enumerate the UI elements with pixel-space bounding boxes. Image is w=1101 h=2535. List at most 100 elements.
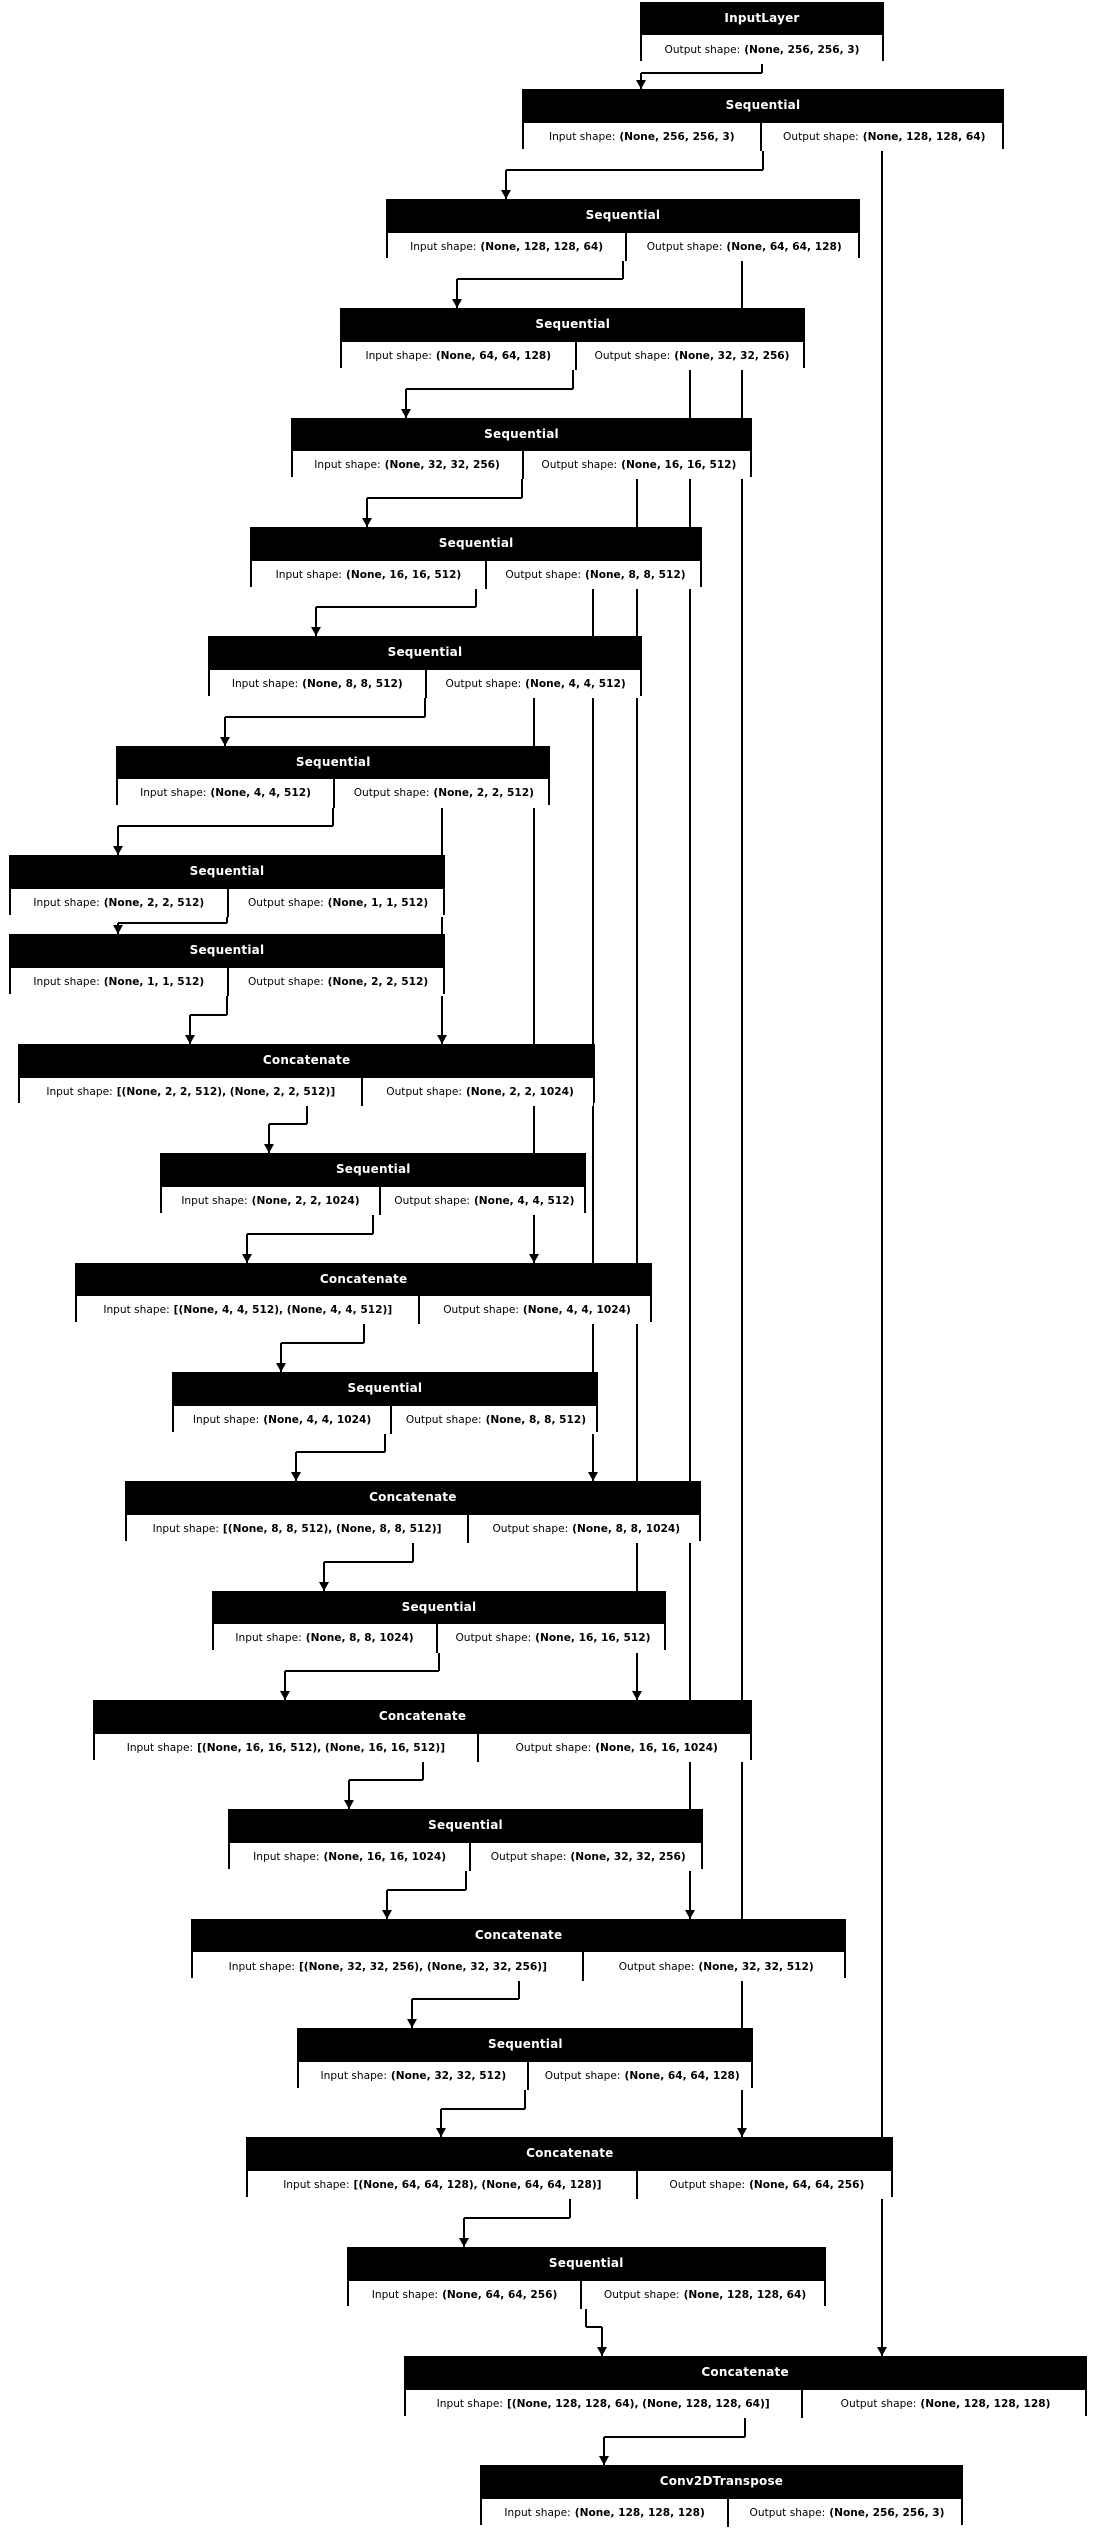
input-shape-value: (None, 32, 32, 512)	[390, 2069, 507, 2082]
output-shape-value: (None, 64, 64, 128)	[624, 2069, 740, 2082]
node-shape-row: Input shape:(None, 128, 128, 128)Output …	[481, 2497, 961, 2528]
node-shape-row: Input shape:(None, 4, 4, 1024)Output sha…	[173, 1403, 596, 1434]
edge-line	[586, 2326, 603, 2329]
output-shape-cell: Output shape:(None, 2, 2, 512)	[229, 968, 447, 996]
output-shape-label: Output shape:	[405, 1413, 482, 1426]
node-shape-row: Input shape:(None, 256, 256, 3)Output sh…	[523, 121, 1006, 152]
edge-line	[520, 477, 523, 499]
input-shape-value: [(None, 4, 4, 512), (None, 4, 4, 512)]	[173, 1304, 393, 1317]
input-shape-value: (None, 64, 64, 256)	[442, 2288, 558, 2301]
output-shape-value: (None, 16, 16, 512)	[535, 1632, 651, 1645]
output-shape-value: (None, 256, 256, 3)	[744, 43, 860, 56]
edge-line	[372, 1212, 375, 1234]
edge-line	[284, 1670, 439, 1673]
edge-line	[322, 1561, 325, 1591]
output-shape-cell: Output shape:(None, 32, 32, 256)	[577, 342, 808, 370]
node-shape-row: Input shape:(None, 16, 16, 512)Output sh…	[252, 558, 701, 589]
output-shape-label: Output shape:	[541, 459, 618, 472]
edge-arrowhead	[311, 627, 322, 637]
input-shape-label: Input shape:	[548, 131, 616, 144]
output-shape-label: Output shape:	[749, 2507, 826, 2520]
edge-line	[316, 606, 477, 609]
edge-line	[504, 169, 507, 199]
output-shape-cell: Output shape:(None, 16, 16, 512)	[438, 1624, 669, 1652]
node-title: Sequential	[341, 310, 804, 340]
input-shape-cell: Input shape:(None, 8, 8, 1024)	[214, 1624, 438, 1653]
edge-arrowhead	[362, 517, 373, 527]
node-title: Sequential	[162, 1155, 585, 1185]
edge-line	[463, 2216, 570, 2219]
edge-arrowhead	[458, 2237, 469, 2247]
edge-arrowhead	[112, 845, 123, 855]
edge-line	[224, 715, 425, 718]
node-title: InputLayer	[642, 3, 882, 34]
node-shape-row: Input shape:[(None, 4, 4, 512), (None, 4…	[77, 1294, 650, 1325]
edge-line	[245, 1233, 248, 1263]
output-shape-cell: Output shape:(None, 64, 64, 128)	[627, 233, 862, 261]
node-shape-row: Input shape:(None, 4, 4, 512)Output shap…	[117, 777, 549, 808]
input-shape-label: Input shape:	[314, 459, 381, 472]
input-shape-label: Input shape:	[33, 976, 100, 989]
edge-line	[456, 279, 459, 309]
output-shape-label: Output shape:	[603, 2288, 680, 2301]
node-title: Sequential	[523, 91, 1003, 122]
output-shape-cell: Output shape:(None, 64, 64, 128)	[529, 2062, 755, 2090]
input-shape-cell: Input shape:(None, 16, 16, 1024)	[230, 1843, 472, 1872]
node-title: Concatenate	[193, 1920, 845, 1951]
output-shape-value: (None, 32, 32, 256)	[570, 1851, 686, 1864]
input-shape-value: [(None, 2, 2, 512), (None, 2, 2, 512)]	[116, 1085, 336, 1098]
input-shape-label: Input shape:	[152, 1523, 219, 1536]
node-title: Concatenate	[248, 2139, 892, 2170]
edge-line	[571, 367, 574, 389]
output-shape-label: Output shape:	[594, 350, 671, 363]
input-shape-value: (None, 16, 16, 512)	[345, 568, 462, 581]
edge-line	[117, 921, 227, 924]
edge-line	[421, 1759, 424, 1781]
skip-edge-line	[532, 695, 535, 1263]
input-shape-cell: Input shape:(None, 2, 2, 1024)	[162, 1186, 381, 1216]
output-shape-label: Output shape:	[669, 2179, 746, 2192]
node-shape-row: Input shape:(None, 2, 2, 512)Output shap…	[10, 886, 444, 917]
edge-line	[462, 2217, 465, 2247]
edge-arrowhead	[241, 1253, 252, 1263]
edge-arrowhead	[343, 1800, 354, 1810]
output-shape-value: (None, 32, 32, 512)	[698, 1960, 814, 1973]
edge-arrowhead	[635, 80, 646, 90]
output-shape-label: Output shape:	[505, 568, 582, 581]
edge-line	[585, 2306, 588, 2328]
input-shape-cell: Input shape:(None, 32, 32, 256)	[293, 451, 524, 480]
edge-line	[457, 278, 623, 281]
input-shape-value: [(None, 16, 16, 512), (None, 16, 16, 512…	[197, 1741, 446, 1754]
output-shape-cell: Output shape:(None, 128, 128, 64)	[762, 123, 1006, 151]
input-shape-label: Input shape:	[181, 1195, 248, 1208]
edge-line	[366, 498, 369, 527]
edge-arrowhead	[381, 1909, 392, 1919]
input-shape-cell: Input shape:[(None, 4, 4, 512), (None, 4…	[77, 1296, 421, 1325]
input-shape-cell: Input shape:[(None, 128, 128, 64), (None…	[406, 2389, 803, 2419]
output-shape-value: (None, 128, 128, 64)	[683, 2288, 807, 2301]
